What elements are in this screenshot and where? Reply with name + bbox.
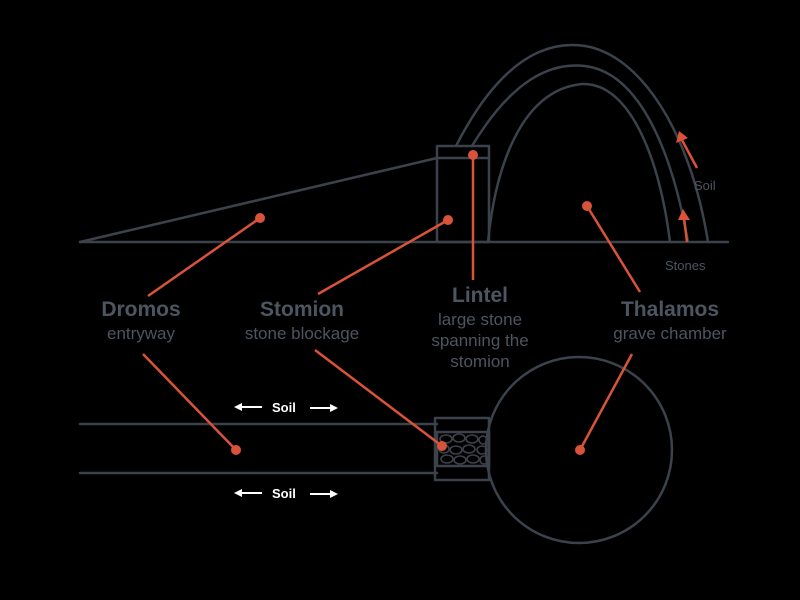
stomion-leader-up [317, 218, 449, 296]
elevation-view [78, 43, 730, 244]
plan-soil-top: Soil [234, 400, 338, 415]
stones-arrowhead [678, 209, 690, 220]
middle-dome [470, 64, 690, 244]
lintel-subtitle-2: spanning the [431, 331, 528, 350]
dromos-subtitle: entryway [107, 324, 176, 343]
soil-arrowhead [676, 131, 688, 143]
thalamos-dot-elevation [582, 201, 592, 211]
plan-soil-bottom: Soil [234, 486, 338, 501]
stones-note: Stones [665, 258, 706, 273]
lintel-dot [468, 150, 478, 160]
thalamos-dot-plan [575, 445, 585, 455]
thalamos-subtitle: grave chamber [613, 324, 727, 343]
dromos-title: Dromos [101, 298, 180, 321]
leader-lines [142, 150, 642, 455]
stomion-block [435, 144, 491, 244]
dromos-leader-down [142, 353, 237, 451]
plan-soil-label-top: Soil [272, 400, 296, 415]
inner-dome-chamber [486, 82, 672, 244]
stomion-dot-plan [437, 441, 447, 451]
side-annotations: Soil Stones [665, 131, 716, 273]
outer-dome [454, 43, 710, 244]
stomion-plan-blockage [435, 430, 491, 468]
stomion-subtitle: stone blockage [245, 324, 359, 343]
stomion-dot-elevation [443, 215, 453, 225]
blockage-stones [438, 433, 489, 465]
thalamos-leader-up [585, 205, 642, 293]
stomion-title: Stomion [260, 298, 344, 321]
plan-soil-label-bottom: Soil [272, 486, 296, 501]
stones-arrow [682, 217, 689, 243]
soil-note: Soil [694, 178, 716, 193]
dromos-leader-up [147, 216, 261, 298]
lintel-title: Lintel [452, 284, 508, 307]
plan-view: Soil Soil [78, 355, 674, 545]
thalamos-title: Thalamos [621, 298, 719, 321]
dromos-dot-plan [231, 445, 241, 455]
stomion-leader-down [314, 349, 443, 447]
labels: Dromos entryway Stomion stone blockage L… [101, 284, 727, 371]
dromos-ramp [78, 156, 439, 244]
thalamos-leader-down [578, 353, 634, 451]
soil-arrow [680, 139, 699, 169]
dromos-dot-elevation [255, 213, 265, 223]
lintel-subtitle-1: large stone [438, 310, 522, 329]
lintel-subtitle-3: stomion [450, 352, 510, 371]
thalamos-plan-circle [484, 355, 674, 545]
